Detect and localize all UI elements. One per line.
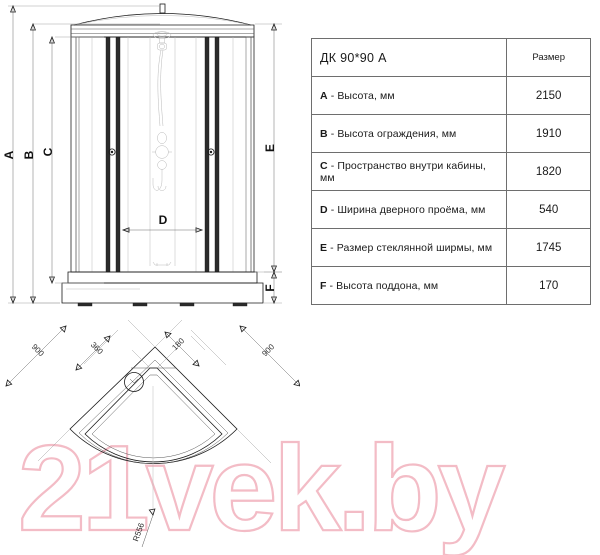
specification-table: ДК 90*90 А Размер A - Высота, мм 2150 B … [310, 38, 591, 305]
dimension-text-900-left: 900 [30, 342, 46, 358]
rain-shower-head-icon [152, 31, 172, 51]
row-value-b: 1910 [506, 114, 591, 153]
row-text-c: - Пространство внутри кабины, мм [320, 159, 486, 184]
dimension-r556: R556 [131, 508, 156, 548]
table-row: E - Размер стеклянной ширмы, мм 1745 [310, 228, 591, 267]
dimension-text-180: 180 [170, 336, 186, 352]
dimension-text-360: 360 [89, 340, 105, 356]
dimension-label-b: B [22, 150, 36, 159]
row-key-f: F [320, 279, 327, 292]
door-handle-left [108, 148, 116, 156]
tray-footprint-outline [69, 346, 238, 464]
row-key-d: D [320, 203, 328, 216]
row-text-d: - Ширина дверного проёма, мм [327, 203, 486, 216]
table-header-model: ДК 90*90 А [310, 38, 508, 77]
row-label-f: F - Высота поддона, мм [310, 266, 508, 305]
dimension-360: 360 [75, 329, 151, 371]
row-value-e: 1745 [506, 228, 591, 267]
cabin-body [70, 36, 255, 273]
door-handle-right [207, 148, 215, 156]
shower-tray-base [61, 271, 264, 307]
table-row: F - Высота поддона, мм 170 [310, 266, 591, 305]
row-key-e: E [320, 241, 328, 254]
dimension-group-d: D [121, 213, 204, 233]
row-value-f: 170 [506, 266, 591, 305]
table-row: C - Пространство внутри кабины, мм 1820 [310, 152, 591, 191]
row-key-a: A [320, 89, 328, 102]
dimension-group-right: E F [255, 22, 282, 305]
dimension-label-f: F [263, 284, 277, 291]
row-value-d: 540 [506, 190, 591, 229]
dimension-180: 180 [156, 331, 206, 369]
row-key-b: B [320, 127, 328, 140]
dimension-label-c: C [41, 147, 55, 156]
row-key-c: C [320, 159, 328, 172]
table-header-size: Размер [506, 38, 591, 77]
row-value-c: 1820 [506, 152, 591, 191]
dimension-label-d: D [159, 213, 168, 227]
row-text-b: - Высота ограждения, мм [327, 127, 457, 140]
plan-view-tray: 900 360 180 900 [0, 320, 300, 555]
dimension-label-e: E [263, 144, 277, 152]
row-text-a: - Высота, мм [327, 89, 395, 102]
table-header-row: ДК 90*90 А Размер [310, 38, 591, 77]
dimension-900-left: 900 [5, 320, 156, 462]
dimension-label-a: A [2, 150, 16, 159]
row-label-b: B - Высота ограждения, мм [310, 114, 508, 153]
front-elevation-view: A B C E F [0, 0, 300, 320]
row-text-f: - Высота поддона, мм [326, 279, 439, 292]
dimension-group-left: A B C [2, 4, 160, 305]
drain-icon [124, 372, 144, 392]
dimension-text-r556: R556 [131, 521, 146, 543]
row-text-e: - Размер стеклянной ширмы, мм [327, 241, 493, 254]
row-label-d: D - Ширина дверного проёма, мм [310, 190, 508, 229]
shower-fixture-panel [149, 31, 176, 266]
row-value-a: 2150 [506, 76, 591, 115]
table-row: B - Высота ограждения, мм 1910 [310, 114, 591, 153]
dimension-text-900-right: 900 [260, 342, 276, 358]
row-label-e: E - Размер стеклянной ширмы, мм [310, 228, 508, 267]
row-label-a: A - Высота, мм [310, 76, 508, 115]
row-label-c: C - Пространство внутри кабины, мм [310, 152, 508, 191]
table-row: A - Высота, мм 2150 [310, 76, 591, 115]
table-row: D - Ширина дверного проёма, мм 540 [310, 190, 591, 229]
